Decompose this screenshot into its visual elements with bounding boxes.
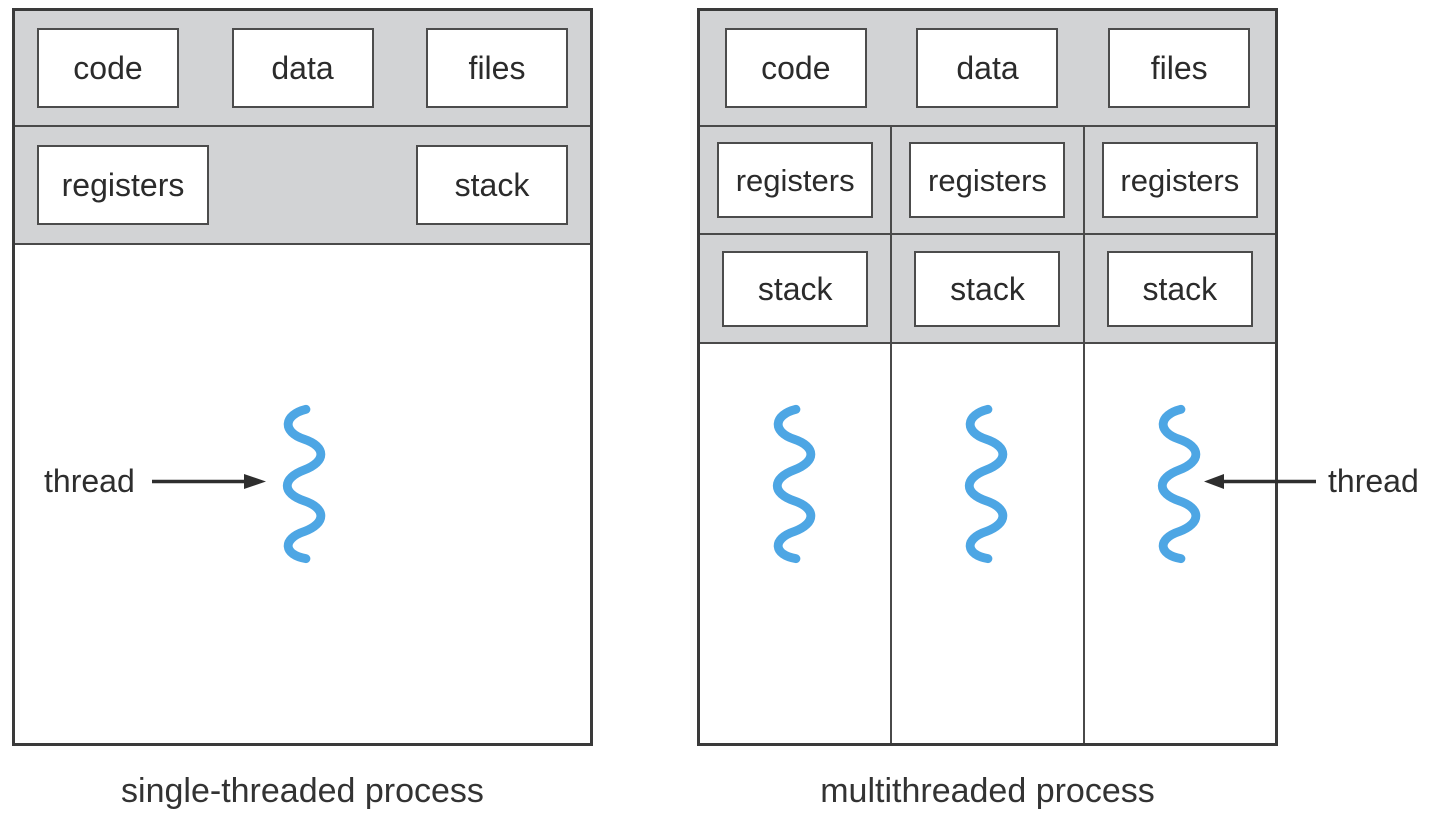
code-label: code [73, 50, 143, 86]
registers-label: registers [735, 162, 855, 198]
thread-squiggle-icon [773, 404, 816, 564]
code-box: code [37, 28, 179, 108]
registers-box: registers [909, 142, 1066, 218]
stack-cell: stack [1084, 235, 1275, 344]
stack-label: stack [757, 270, 833, 307]
registers-box: registers [37, 145, 209, 225]
thread-area [892, 344, 1083, 743]
stack-box: stack [722, 250, 869, 327]
thread-label: thread [44, 463, 135, 499]
stack-label: stack [454, 167, 530, 203]
thread-squiggle-icon [282, 404, 326, 564]
registers-label: registers [61, 167, 185, 203]
arrow-right-icon [152, 474, 266, 489]
thread-squiggle-icon [965, 404, 1008, 564]
registers-box: registers [717, 142, 874, 218]
caption-multithreaded: multithreaded process [820, 772, 1155, 810]
thread-squiggle-icon [1157, 404, 1200, 564]
stack-box: stack [1106, 250, 1253, 327]
code-label: code [761, 50, 831, 86]
single-threaded-process-panel: code data files registers stack [12, 8, 593, 746]
files-box: files [1108, 28, 1251, 108]
caption-single-threaded: single-threaded process [121, 772, 484, 810]
files-label: files [468, 50, 526, 86]
thread-column-3: registers stack [1082, 127, 1275, 743]
registers-stack-row: registers stack [15, 127, 590, 245]
data-label: data [271, 50, 334, 86]
thread-columns: registers stack registers [700, 127, 1275, 743]
stack-label: stack [950, 270, 1025, 307]
thread-area [1084, 344, 1275, 743]
registers-box: registers [1101, 142, 1258, 218]
stack-box: stack [416, 145, 568, 225]
data-box: data [231, 28, 374, 108]
registers-cell: registers [892, 127, 1083, 235]
stack-box: stack [914, 250, 1061, 327]
stack-cell: stack [700, 235, 891, 344]
files-label: files [1150, 50, 1208, 86]
thread-label: thread [1328, 463, 1419, 499]
thread-area [700, 344, 891, 743]
thread-column-2: registers stack [890, 127, 1083, 743]
shared-resources-row: code data files [700, 11, 1275, 127]
registers-cell: registers [1084, 127, 1275, 235]
registers-cell: registers [700, 127, 891, 235]
data-box: data [916, 28, 1059, 108]
multithreaded-process-panel: code data files registers stack [697, 8, 1278, 746]
thread-column-1: registers stack [700, 127, 891, 743]
thread-area [15, 245, 590, 743]
stack-cell: stack [892, 235, 1083, 344]
files-box: files [426, 28, 568, 108]
stack-label: stack [1142, 270, 1218, 307]
arrow-left-icon [1204, 474, 1316, 489]
code-box: code [724, 28, 867, 108]
registers-label: registers [928, 162, 1047, 198]
data-label: data [956, 50, 1019, 86]
shared-resources-row: code data files [15, 11, 590, 127]
registers-label: registers [1120, 162, 1240, 198]
